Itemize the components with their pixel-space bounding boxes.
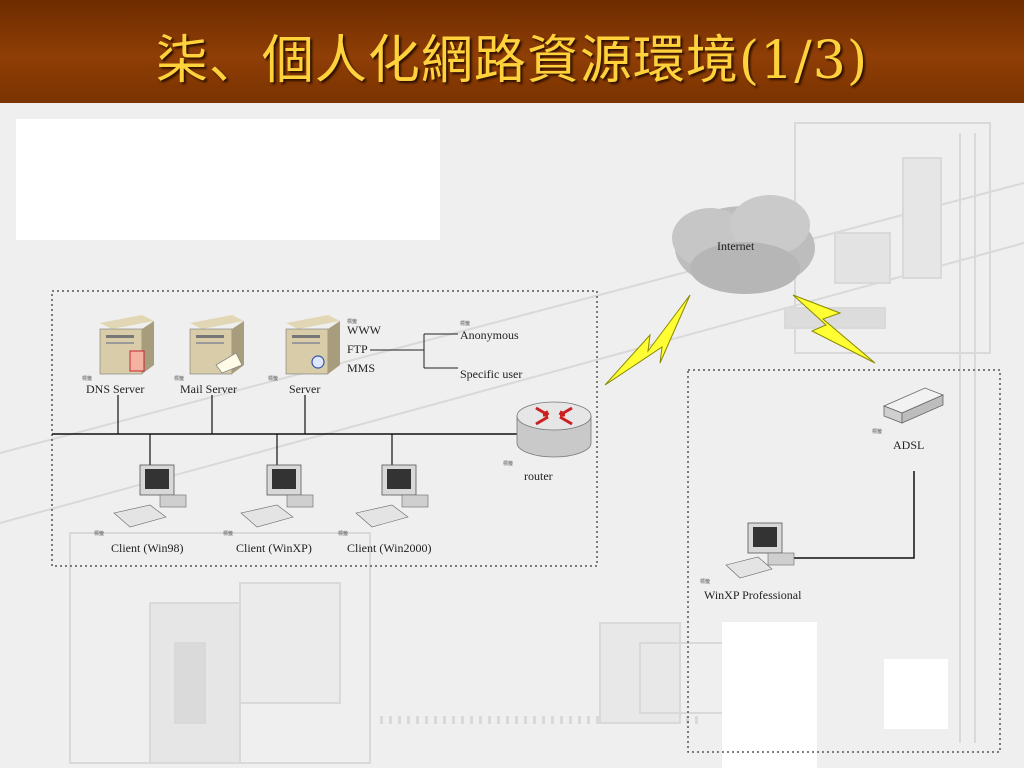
- client-win2000-label: Client (Win2000): [347, 541, 432, 555]
- tag-mark: 標籤: [268, 375, 278, 382]
- winxp-professional-pc-icon: [725, 522, 795, 579]
- mail-server-label: Mail Server: [180, 382, 237, 396]
- tag-mark: 標籤: [700, 578, 710, 585]
- access-specific-user: Specific user: [460, 367, 522, 381]
- service-www: WWW: [347, 323, 382, 337]
- blank-white-panel-3: [884, 659, 948, 729]
- slide-title: 柒、個人化網路資源環境(1/3): [155, 31, 869, 91]
- server-icon: [285, 315, 340, 375]
- service-mms: MMS: [347, 361, 375, 375]
- slide-canvas: Internet 標籤 DNS Server 標籤 Mail Server: [0, 103, 1024, 768]
- winxp-professional-label: WinXP Professional: [704, 588, 802, 602]
- client-win2000-icon: [355, 464, 429, 528]
- tag-mark: 標籤: [460, 320, 470, 327]
- home-network-boundary: [687, 369, 1001, 753]
- dns-server-label: DNS Server: [86, 382, 144, 396]
- router-label: router: [524, 469, 553, 483]
- tag-mark: 標籤: [347, 318, 357, 325]
- mail-server-icon: [189, 315, 244, 375]
- client-win98-label: Client (Win98): [111, 541, 184, 555]
- tag-mark: 標籤: [872, 428, 882, 435]
- dns-server-icon: [99, 315, 154, 375]
- tag-mark: 標籤: [338, 530, 348, 537]
- internet-cloud-icon: Internet: [672, 195, 815, 294]
- internet-label: Internet: [717, 239, 755, 253]
- ftp-access-branches: [370, 333, 458, 369]
- adsl-modem-icon: [882, 387, 945, 424]
- title-bar: 柒、個人化網路資源環境(1/3): [0, 0, 1024, 103]
- blank-white-panel: [16, 119, 440, 240]
- tag-mark: 標籤: [503, 460, 513, 467]
- network-diagram: Internet 標籤 DNS Server 標籤 Mail Server: [51, 195, 1001, 753]
- tag-mark: 標籤: [174, 375, 184, 382]
- tag-mark: 標籤: [82, 375, 92, 382]
- router-icon: [516, 401, 592, 458]
- blank-white-panel-2: [722, 622, 817, 768]
- tag-mark: 標籤: [223, 530, 233, 537]
- client-winxp-icon: [240, 464, 314, 528]
- lightning-adsl-icon: [792, 294, 876, 364]
- lightning-wan-icon: [604, 294, 691, 386]
- background-art: [0, 122, 1024, 764]
- server-label: Server: [289, 382, 320, 396]
- access-anonymous: Anonymous: [460, 328, 519, 342]
- client-winxp-label: Client (WinXP): [236, 541, 312, 555]
- adsl-link-line: [790, 471, 915, 559]
- client-drop-lines: [149, 434, 393, 465]
- client-win98-icon: [113, 464, 187, 528]
- tag-mark: 標籤: [94, 530, 104, 537]
- server-drop-lines: [117, 395, 306, 434]
- service-ftp: FTP: [347, 342, 368, 356]
- adsl-label: ADSL: [893, 438, 924, 452]
